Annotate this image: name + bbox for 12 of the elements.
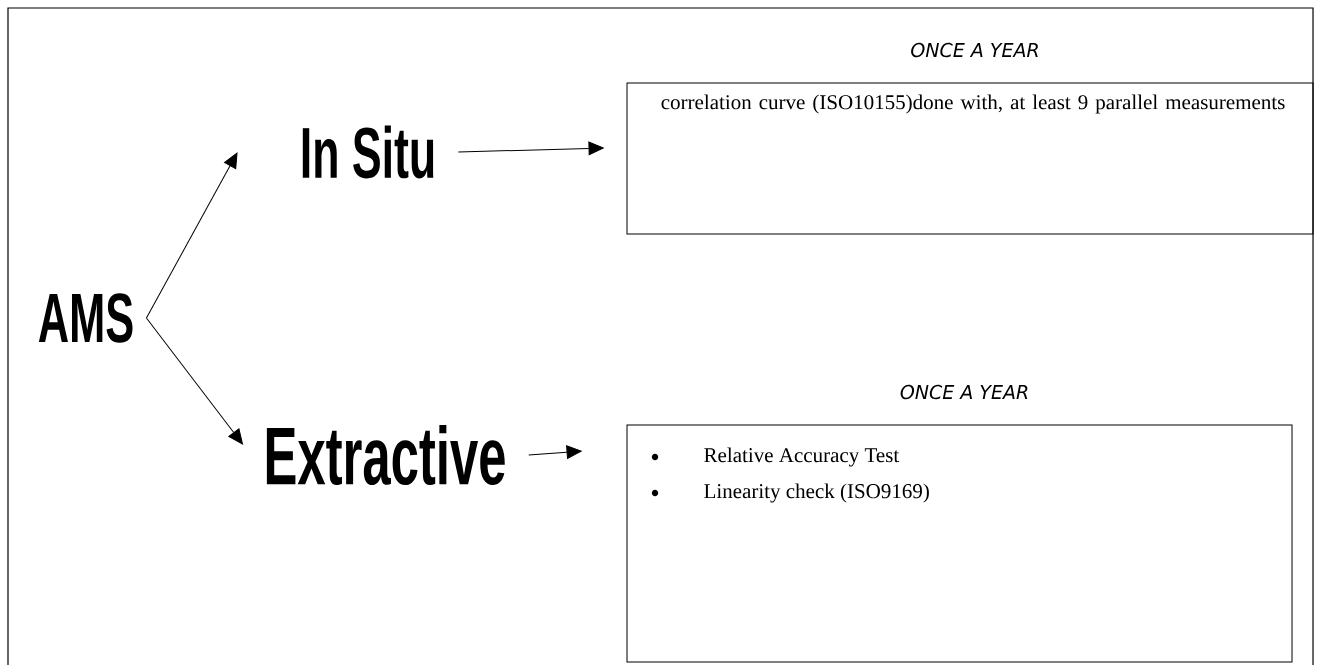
- list-item: Linearity check (ISO9169): [704, 483, 929, 503]
- heading: ONCE A YEAR: [900, 384, 1028, 400]
- arrow: [145, 152, 238, 319]
- arrow: [145, 317, 243, 445]
- heading: ONCE A YEAR: [911, 42, 1038, 58]
- arrow: [457, 141, 604, 156]
- outline-word: Extractive: [266, 424, 505, 486]
- list-item: Relative Accuracy Test: [704, 447, 900, 467]
- outline-word: AMS: [38, 293, 133, 343]
- arrow: [528, 445, 582, 459]
- outline-word: In Situ: [302, 125, 434, 179]
- box-text: correlation curve (ISO10155)done with, at least 9 parallel measurements: [661, 94, 1285, 114]
